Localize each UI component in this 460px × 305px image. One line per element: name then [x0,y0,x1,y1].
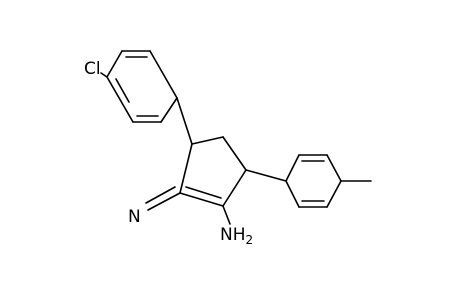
bond [285,180,300,208]
bond [222,205,231,225]
bond [179,192,224,207]
bond [115,78,130,103]
bonds [100,50,372,225]
bond [285,154,300,182]
bond [222,136,247,171]
bond [176,97,193,145]
bond [106,50,123,78]
bond [326,180,342,208]
amine-label: NH2 [220,225,253,247]
chlorine-label: Cl [84,59,101,79]
amine-main: NH [220,225,246,245]
bond [147,192,181,211]
amine-subscript: 2 [246,233,254,247]
bond [149,50,178,99]
bond [245,169,287,182]
bond [326,154,342,182]
bond [106,76,134,123]
bond [145,186,176,204]
bond [191,136,224,145]
bond [179,143,193,194]
bond [185,186,222,199]
bond [160,97,178,123]
nitrile-nitrogen-label: N [128,207,141,227]
bond [222,169,247,207]
bond [100,72,108,78]
